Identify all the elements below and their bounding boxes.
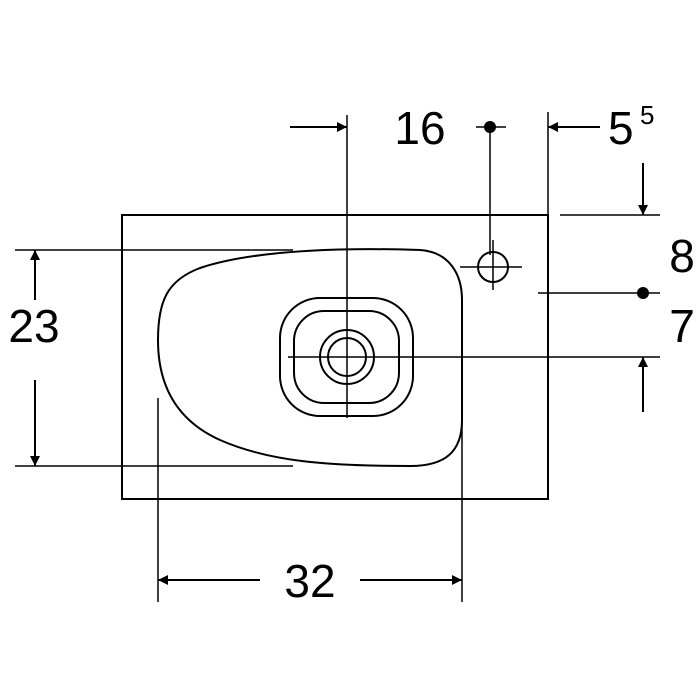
dimension-arrows [30, 122, 648, 585]
level-marker-dot [637, 287, 649, 299]
dim-width: 32 [284, 555, 335, 607]
tap-marker-dot [484, 121, 496, 133]
dim-top-to-tap: 8 [669, 230, 695, 282]
dim-edge-offset: 5 [608, 102, 634, 154]
dim-edge-offset-sup: 5 [640, 100, 654, 130]
dimension-lines [15, 112, 660, 602]
dim-tap-to-drain: 7 [669, 300, 695, 352]
bowl-outline [156, 248, 463, 468]
dim-tap-offset: 16 [394, 102, 445, 154]
dim-depth: 23 [8, 300, 59, 352]
